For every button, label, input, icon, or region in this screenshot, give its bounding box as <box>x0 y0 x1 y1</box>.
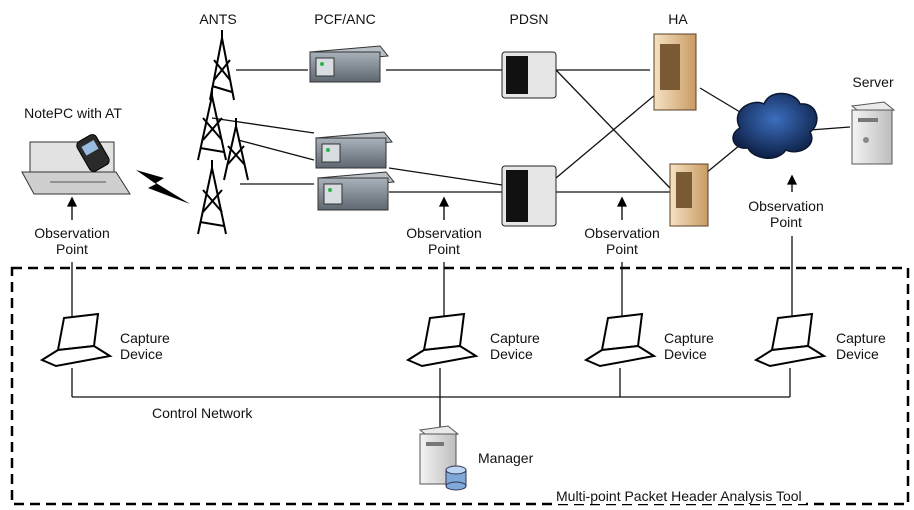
network-links <box>211 69 851 193</box>
capture-device-label: Capture Device <box>664 330 714 362</box>
capture-device-label: Capture Device <box>120 330 170 362</box>
ha-server-icon <box>669 163 709 227</box>
notepc-laptop-icon <box>21 141 131 195</box>
control-network-label: Control Network <box>152 405 253 421</box>
ha-server-icon <box>653 33 697 111</box>
wireless-link-icon <box>136 170 190 204</box>
server-label: Server <box>852 74 894 90</box>
antenna-tower-icon <box>197 88 227 161</box>
observation-point-label: Observation Point <box>34 225 110 257</box>
manager-label: Manager <box>478 450 534 466</box>
antenna-tower-icon <box>197 160 227 235</box>
pcf-anc-label: PCF/ANC <box>314 11 376 27</box>
observation-point-label: Observation Point <box>406 225 482 257</box>
capture-links <box>71 236 793 430</box>
ants-label: ANTS <box>199 11 237 27</box>
capture-laptop-icon <box>39 312 113 368</box>
internet-cloud-icon <box>732 92 818 159</box>
observation-arrows <box>66 174 798 220</box>
pdsn-router-icon <box>501 165 557 227</box>
server-tower-icon <box>850 101 896 165</box>
mobile-phone-icon <box>76 134 110 172</box>
notepc-label: NotePC with AT <box>24 105 122 121</box>
antenna-tower-icon <box>209 30 235 101</box>
pcf-anc-icon <box>317 171 395 211</box>
tool-label: Multi-point Packet Header Analysis Tool <box>552 488 806 504</box>
capture-laptop-icon <box>583 312 657 368</box>
observation-point-label: Observation Point <box>748 198 824 230</box>
pcf-anc-icon <box>315 131 393 169</box>
capture-laptop-icon <box>405 312 479 368</box>
observation-point-label: Observation Point <box>584 225 660 257</box>
capture-device-label: Capture Device <box>836 330 886 362</box>
database-icon <box>445 465 467 491</box>
antenna-tower-icon <box>223 118 249 181</box>
pdsn-label: PDSN <box>509 11 549 27</box>
capture-laptop-icon <box>753 312 827 368</box>
capture-device-label: Capture Device <box>490 330 540 362</box>
pdsn-router-icon <box>501 51 557 99</box>
ha-label: HA <box>668 11 688 27</box>
pcf-anc-icon <box>309 45 389 83</box>
analysis-tool-boundary <box>10 266 910 506</box>
